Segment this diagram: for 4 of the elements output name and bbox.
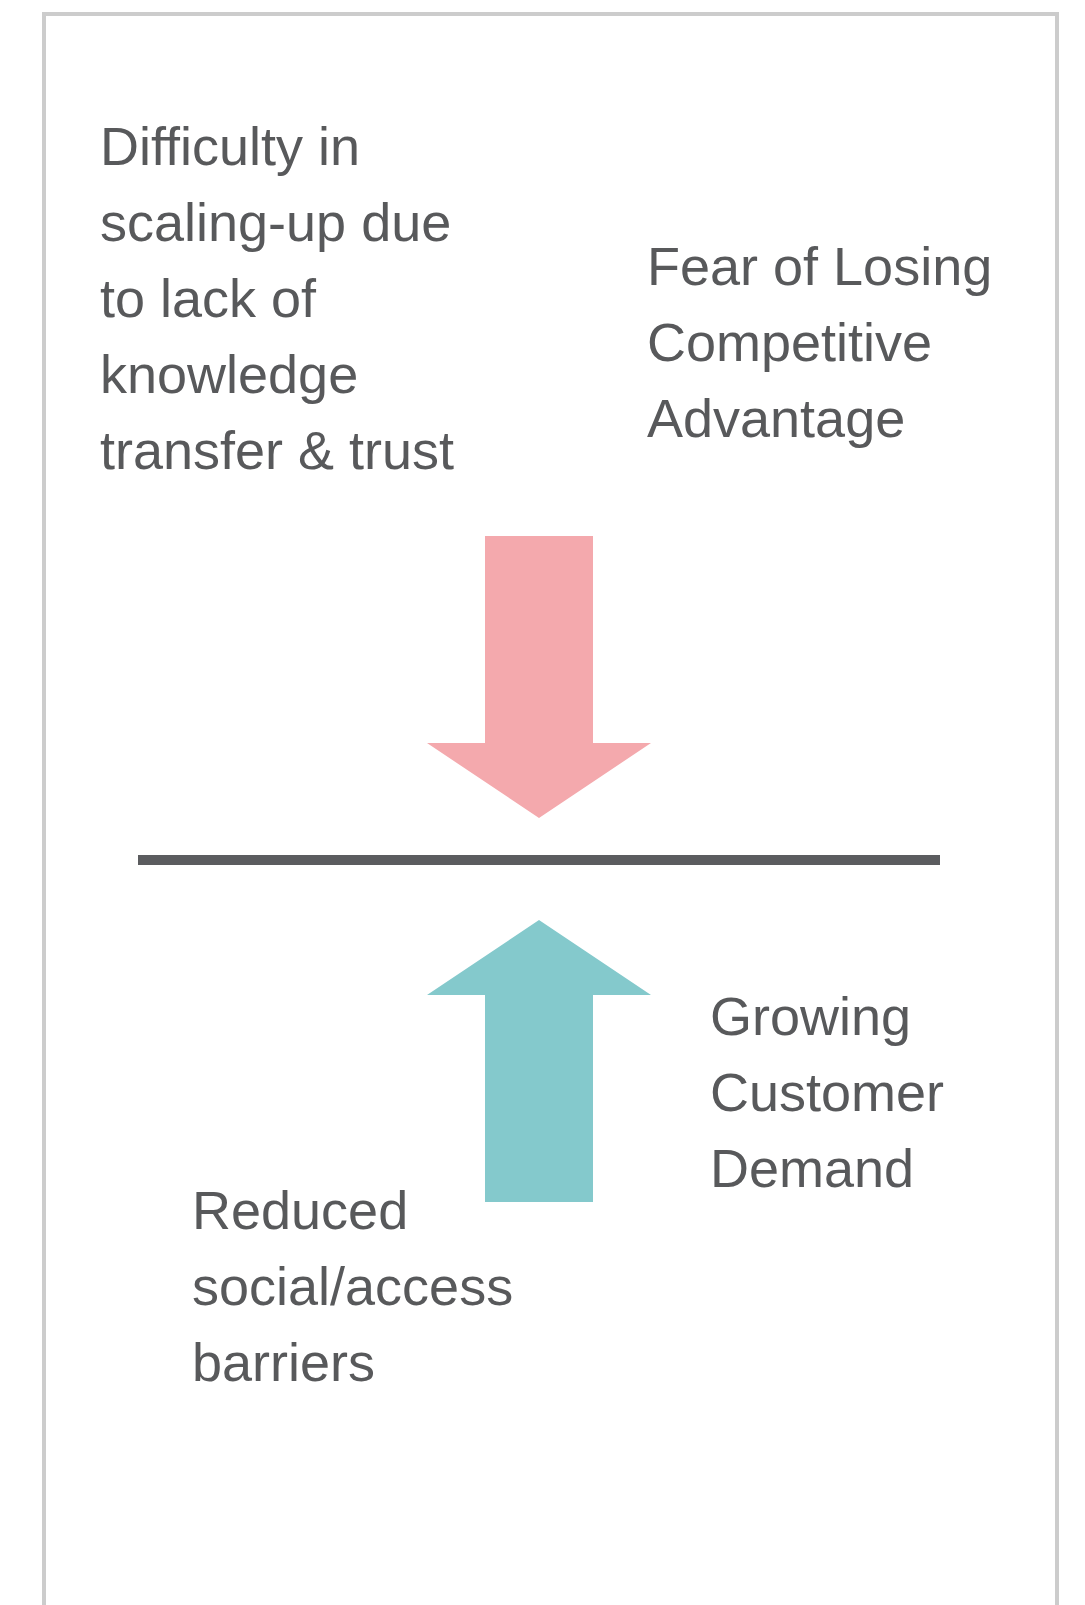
force-label: Difficulty in scaling-up due to lack of knowledge transfer & trust <box>100 115 456 482</box>
force-label: Fear of Losing Competitive Advantage <box>647 235 994 450</box>
force-label: Reduced social/access barriers <box>192 1179 512 1394</box>
force-label: Growing Customer Demand <box>710 985 946 1200</box>
